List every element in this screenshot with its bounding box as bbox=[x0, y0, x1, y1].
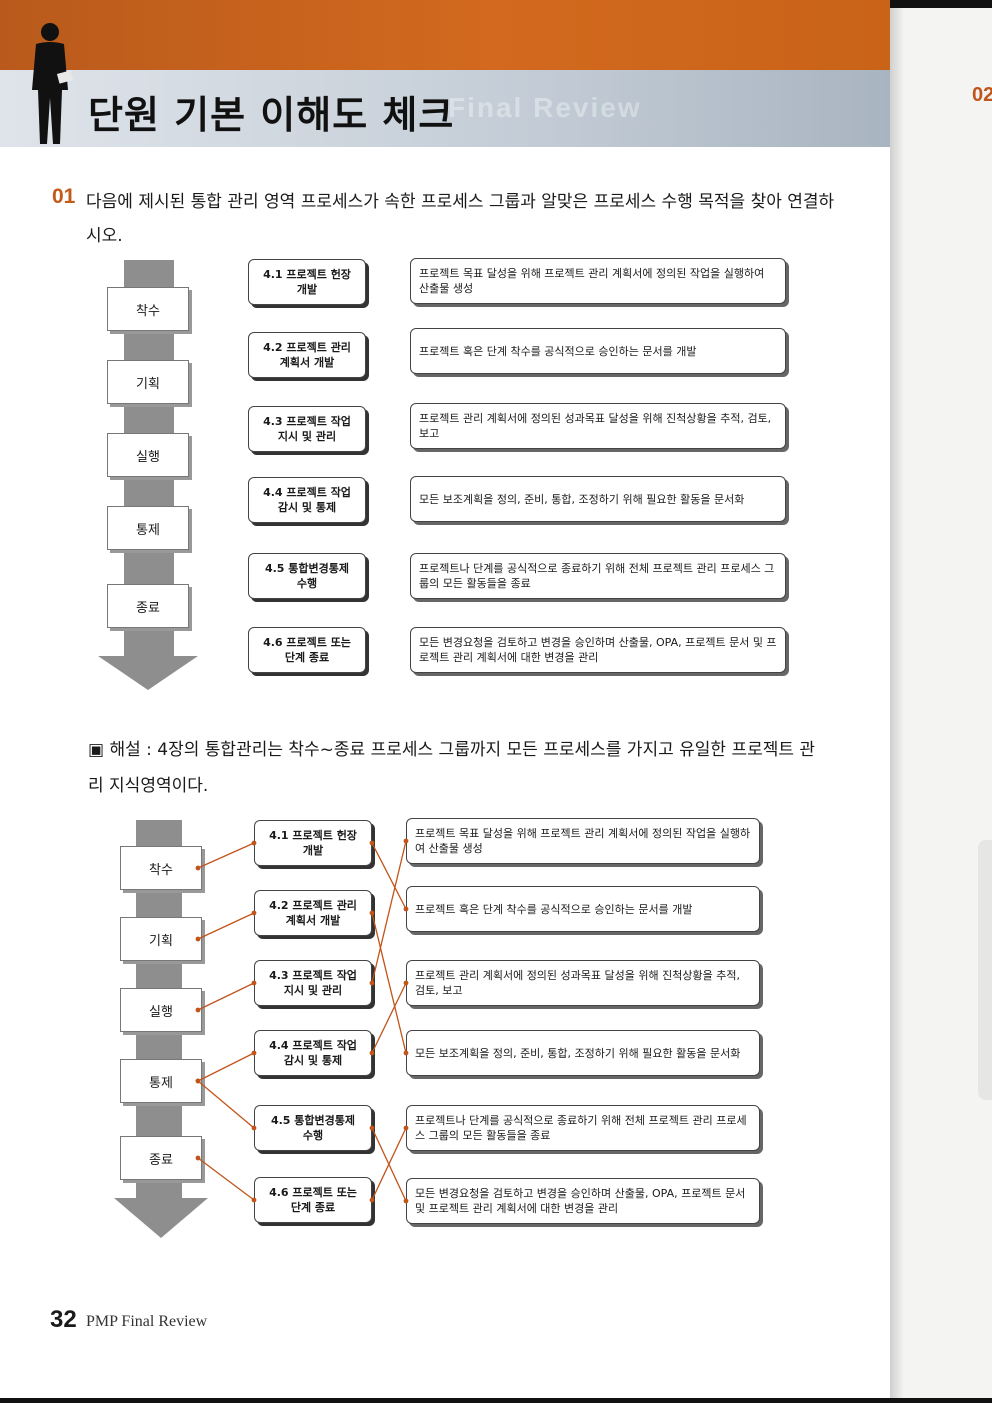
process-purpose-box: 모든 보조계획을 정의, 준비, 통합, 조정하기 위해 필요한 활동을 문서화 bbox=[410, 476, 786, 522]
process-description-link bbox=[371, 1127, 407, 1201]
process-group-box: 실행 bbox=[120, 988, 202, 1032]
header-ghost-text: Final Review bbox=[448, 92, 642, 123]
integration-process-box: 4.5 통합변경통제 수행 bbox=[248, 553, 366, 599]
section-title: 단원 기본 이해도 체크 bbox=[88, 93, 455, 137]
integration-process-box: 4.1 프로젝트 헌장 개발 bbox=[254, 820, 372, 866]
integration-process-box: 4.3 프로젝트 작업 지시 및 관리 bbox=[248, 406, 366, 452]
facing-page-edge: 02 bbox=[890, 0, 992, 1403]
process-purpose-box: 프로젝트 목표 달성을 위해 프로젝트 관리 계획서에 정의된 작업을 실행하여… bbox=[406, 818, 760, 864]
header-orange-band bbox=[0, 0, 890, 70]
explanation: ▣ 해설 : 4장의 통합관리는 착수~종료 프로세스 그룹까지 모든 프로세스… bbox=[88, 732, 828, 804]
phase-process-link bbox=[197, 912, 255, 940]
integration-process-box: 4.4 프로젝트 작업 감시 및 통제 bbox=[254, 1030, 372, 1076]
integration-process-box: 4.6 프로젝트 또는 단계 종료 bbox=[248, 627, 366, 673]
process-group-box: 기획 bbox=[120, 917, 202, 961]
process-purpose-box: 프로젝트나 단계를 공식적으로 종료하기 위해 전체 프로젝트 관리 프로세스 … bbox=[406, 1105, 760, 1151]
process-purpose-box: 모든 보조계획을 정의, 준비, 통합, 조정하기 위해 필요한 활동을 문서화 bbox=[406, 1030, 760, 1076]
integration-process-box: 4.1 프로젝트 헌장 개발 bbox=[248, 259, 366, 305]
down-arrow-icon bbox=[114, 1198, 208, 1238]
down-arrow-icon bbox=[98, 656, 198, 690]
integration-process-box: 4.5 통합변경통제 수행 bbox=[254, 1105, 372, 1151]
process-group-box: 종료 bbox=[107, 584, 189, 628]
process-group-box: 종료 bbox=[120, 1136, 202, 1180]
integration-process-box: 4.2 프로젝트 관리 계획서 개발 bbox=[254, 890, 372, 936]
phase-process-link bbox=[197, 1052, 255, 1082]
phase-process-link bbox=[197, 842, 255, 869]
phase-process-link bbox=[197, 1080, 255, 1129]
explanation-text: 해설 : 4장의 통합관리는 착수~종료 프로세스 그룹까지 모든 프로세스를 … bbox=[88, 740, 816, 796]
facing-page-tab bbox=[978, 840, 992, 1100]
process-description-link bbox=[371, 842, 407, 910]
book-title: PMP Final Review bbox=[86, 1313, 208, 1330]
process-description-link bbox=[371, 982, 407, 1054]
page-number: 32 bbox=[50, 1306, 77, 1333]
process-group-box: 통제 bbox=[120, 1059, 202, 1103]
explanation-marker-icon: ▣ bbox=[88, 740, 105, 760]
integration-process-box: 4.6 프로젝트 또는 단계 종료 bbox=[254, 1177, 372, 1223]
integration-process-box: 4.3 프로젝트 작업 지시 및 관리 bbox=[254, 960, 372, 1006]
process-group-box: 통제 bbox=[107, 506, 189, 550]
question-number: 01 bbox=[52, 185, 76, 208]
question-text: 다음에 제시된 통합 관리 영역 프로세스가 속한 프로세스 그룹과 알맞은 프… bbox=[86, 192, 835, 246]
process-purpose-box: 프로젝트 혹은 단계 착수를 공식적으로 승인하는 문서를 개발 bbox=[410, 328, 786, 374]
process-purpose-box: 모든 변경요청을 검토하고 변경을 승인하며 산출물, OPA, 프로젝트 문서… bbox=[406, 1178, 760, 1224]
process-purpose-box: 프로젝트 관리 계획서에 정의된 성과목표 달성을 위해 진척상황을 추적, 검… bbox=[410, 403, 786, 449]
facing-page-number: 02 bbox=[972, 84, 992, 106]
process-purpose-box: 프로젝트 관리 계획서에 정의된 성과목표 달성을 위해 진척상황을 추적, 검… bbox=[406, 960, 760, 1006]
process-group-box: 착수 bbox=[120, 846, 202, 890]
process-description-link bbox=[371, 912, 407, 1054]
process-purpose-box: 프로젝트 혹은 단계 착수를 공식적으로 승인하는 문서를 개발 bbox=[406, 886, 760, 932]
process-description-link bbox=[371, 840, 407, 984]
integration-process-box: 4.4 프로젝트 작업 감시 및 통제 bbox=[248, 477, 366, 523]
process-group-box: 착수 bbox=[107, 287, 189, 331]
header-title-band bbox=[0, 70, 890, 147]
businessman-silhouette-icon bbox=[32, 23, 74, 144]
process-purpose-box: 프로젝트나 단계를 공식적으로 종료하기 위해 전체 프로젝트 관리 프로세스 … bbox=[410, 553, 786, 599]
bottom-rule bbox=[0, 1398, 992, 1403]
process-purpose-box: 프로젝트 목표 달성을 위해 프로젝트 관리 계획서에 정의된 작업을 실행하여… bbox=[410, 258, 786, 304]
process-purpose-box: 모든 변경요청을 검토하고 변경을 승인하며 산출물, OPA, 프로젝트 문서… bbox=[410, 627, 786, 673]
process-group-box: 기획 bbox=[107, 360, 189, 404]
process-group-box: 실행 bbox=[107, 433, 189, 477]
integration-process-box: 4.2 프로젝트 관리 계획서 개발 bbox=[248, 332, 366, 378]
phase-process-link bbox=[197, 982, 255, 1011]
phase-process-link bbox=[197, 1157, 255, 1201]
process-description-link bbox=[371, 1127, 407, 1202]
